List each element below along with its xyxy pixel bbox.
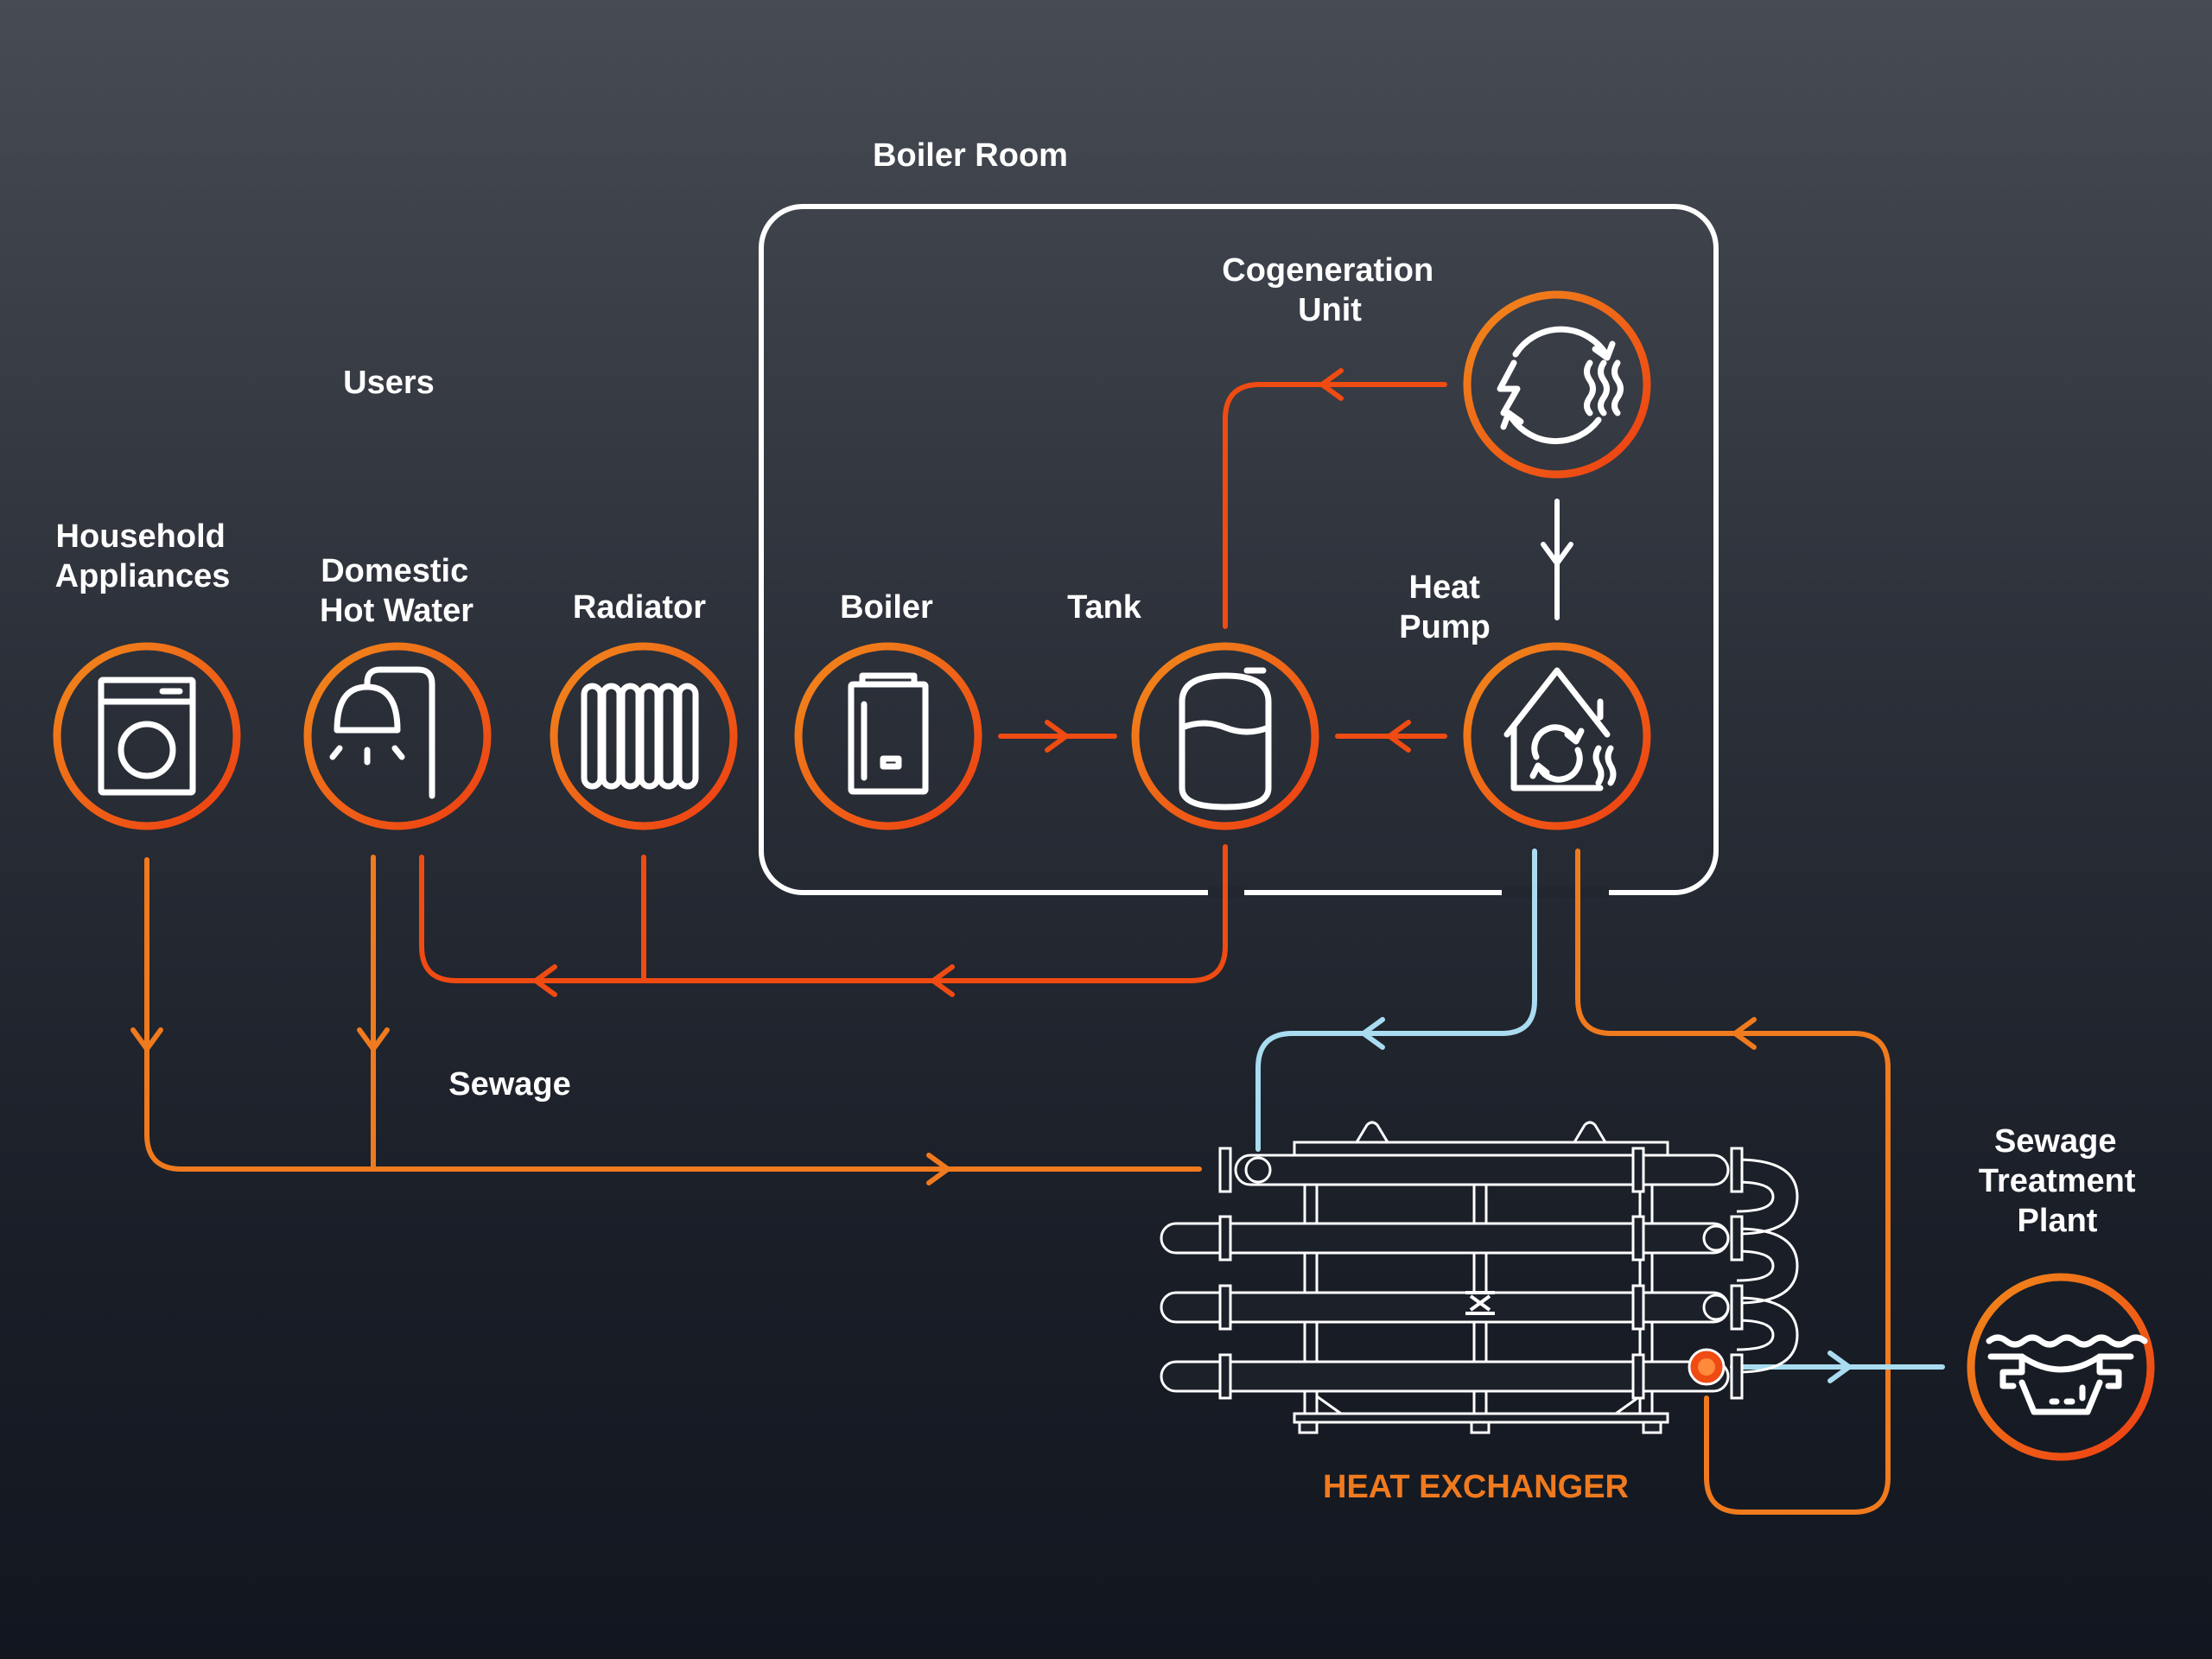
node-tank bbox=[1131, 642, 1319, 830]
arrow-cogeneration-to-heatpump bbox=[1541, 542, 1573, 566]
arrow-heatpump-to-tank bbox=[1387, 720, 1411, 753]
flow-tank-to-users bbox=[419, 844, 1228, 983]
washing-machine-icon bbox=[98, 677, 196, 796]
flow-cogeneration-to-tank bbox=[1223, 382, 1447, 629]
arrow-sewage-to-exchanger bbox=[926, 1153, 950, 1185]
sewage-treatment-plant-ring bbox=[1967, 1273, 2155, 1461]
household-appliances-label: Household Appliances bbox=[55, 518, 235, 594]
users-label: Users bbox=[343, 365, 435, 401]
flow-appliances-sewage bbox=[144, 857, 1202, 1172]
boiler-ring bbox=[794, 642, 982, 830]
arrow-exchanger-to-heatpump bbox=[1732, 1017, 1757, 1050]
node-boiler bbox=[794, 642, 982, 830]
radiator-icon bbox=[581, 683, 699, 790]
cogeneration-unit-ring bbox=[1463, 290, 1651, 479]
domestic-hot-water-label: Domestic Hot Water bbox=[320, 553, 478, 629]
cogeneration-icon bbox=[1497, 326, 1624, 445]
shower-icon bbox=[329, 666, 435, 799]
arrow-cogeneration-to-tank bbox=[1319, 368, 1344, 401]
radiator-label: Radiator bbox=[573, 589, 706, 626]
node-household-appliances bbox=[53, 642, 241, 830]
radiator-ring bbox=[550, 642, 738, 830]
arrow-heatpump-to-exchanger bbox=[1361, 1017, 1385, 1050]
flow-exchanger-to-heatpump bbox=[1575, 849, 1891, 1515]
tank-label: Tank bbox=[1067, 589, 1142, 626]
sewage-label: Sewage bbox=[448, 1066, 571, 1103]
node-heat-pump bbox=[1463, 642, 1651, 830]
heat-pump-label: Heat Pump bbox=[1399, 569, 1491, 645]
arrow-tank-to-users-2 bbox=[533, 964, 557, 997]
node-domestic-hot-water bbox=[303, 642, 492, 830]
arrow-tank-to-users-1 bbox=[931, 964, 955, 997]
heat-pump-icon bbox=[1503, 667, 1617, 791]
arrow-appliances-sewage bbox=[130, 1027, 163, 1052]
arrow-boiler-to-tank bbox=[1045, 720, 1069, 753]
flow-heatpump-to-exchanger bbox=[1255, 849, 1537, 1152]
heat-pump-ring bbox=[1463, 642, 1651, 830]
tank-ring bbox=[1131, 642, 1319, 830]
node-cogeneration-unit bbox=[1463, 290, 1651, 479]
cogeneration-unit-label: Cogeneration Unit bbox=[1222, 252, 1442, 328]
boiler-label: Boiler bbox=[840, 589, 933, 626]
node-radiator bbox=[550, 642, 738, 830]
sewage-treatment-icon bbox=[1986, 1334, 2148, 1415]
node-sewage-treatment-plant bbox=[1967, 1273, 2155, 1461]
tank-icon bbox=[1179, 667, 1272, 810]
arrow-hotwater-sewage bbox=[357, 1027, 390, 1052]
boiler-icon bbox=[848, 672, 929, 795]
boiler-room-title: Boiler Room bbox=[873, 137, 1068, 174]
arrow-exchanger-to-plant bbox=[1827, 1351, 1852, 1383]
domestic-hot-water-ring bbox=[303, 642, 492, 830]
heat-exchanger-icon bbox=[1160, 1121, 1799, 1434]
household-appliances-ring bbox=[53, 642, 241, 830]
heat-exchanger-label: HEAT EXCHANGER bbox=[1323, 1469, 1629, 1505]
sewage-treatment-plant-label: Sewage Treatment Plant bbox=[1979, 1123, 2145, 1239]
heat-exchanger-logo bbox=[1465, 1291, 1495, 1315]
